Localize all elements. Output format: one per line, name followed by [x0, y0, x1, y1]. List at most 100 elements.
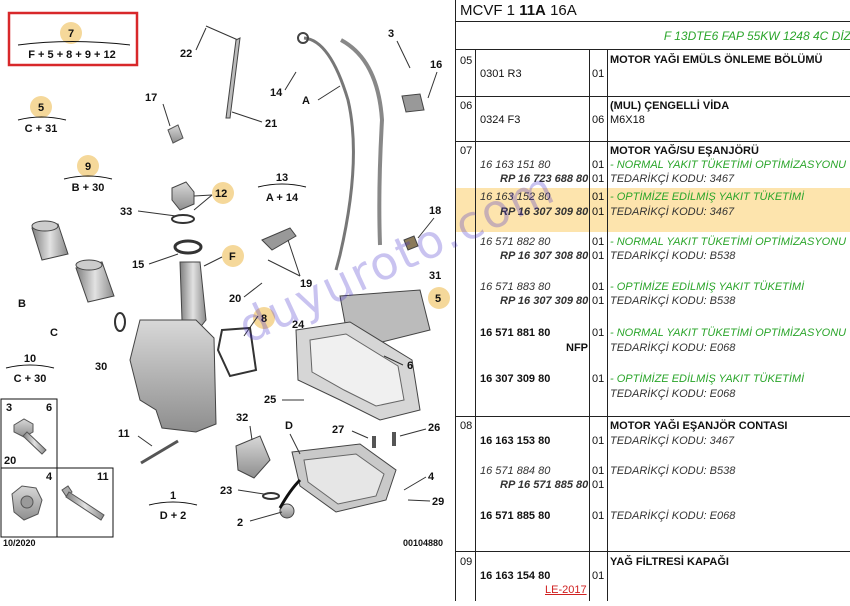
callout-17: 17 [145, 92, 157, 104]
section-num-08: 08 [460, 420, 473, 432]
qty: 01 [592, 191, 605, 203]
desc-06-size: M6X18 [610, 114, 645, 126]
callout-16: 16 [430, 59, 442, 71]
group-13-number: 13 [276, 172, 288, 184]
part-0324-F3[interactable]: 0324 F3 [480, 114, 521, 126]
callout-2: 2 [237, 517, 243, 529]
desc: TEDARİKÇİ KODU: B538 [610, 465, 736, 477]
part-row[interactable]: RP 16 571 885 80 [500, 479, 589, 491]
callout-15: 15 [132, 259, 144, 271]
part-row[interactable]: RP 16 307 309 80 [500, 295, 589, 307]
group-7-badge [60, 22, 82, 44]
qty: 01 [592, 159, 605, 171]
callout-3: 3 [388, 28, 394, 40]
part-row[interactable]: 16 571 883 80 [480, 281, 551, 293]
engine-line: F 13DTE6 FAP 55KW 1248 4C DİZ [456, 22, 850, 50]
desc: TEDARİKÇİ KODU: 3467 [610, 173, 735, 185]
callout-B: B [18, 298, 26, 310]
leader-lines [137, 27, 438, 522]
part-row-nfp: NFP [566, 342, 588, 354]
parts-list-panel: MCVF 1 11A 16A F 13DTE6 FAP 55KW 1248 4C… [455, 0, 850, 601]
desc: - OPTİMİZE EDİLMİŞ YAKIT TÜKETİMİ [610, 373, 805, 385]
callout-C: C [50, 327, 58, 339]
legend-label-6: 6 [46, 402, 52, 414]
group-5-formula: C + 31 [25, 123, 58, 135]
group-1-number: 1 [170, 490, 176, 502]
group-9-number: 9 [85, 161, 91, 173]
callout-badge-8 [253, 307, 275, 329]
group-9-badge [77, 155, 99, 177]
section-num-06: 06 [460, 100, 473, 112]
callout-badge-5 [428, 287, 450, 309]
part-row[interactable]: 16 163 153 80 [480, 435, 551, 447]
callout-5: 5 [435, 293, 441, 305]
part-row[interactable]: 16 571 884 80 [480, 465, 551, 477]
part-row[interactable]: 16 163 151 80 [480, 159, 551, 171]
qty: 01 [592, 173, 605, 185]
le-2017-link[interactable]: LE-2017 [545, 584, 587, 596]
part-row[interactable]: RP 16 307 308 80 [500, 250, 589, 262]
callout-22: 22 [180, 48, 192, 60]
callout-31: 31 [429, 270, 441, 282]
section-title-08: MOTOR YAĞI EŞANJÖR CONTASI [610, 420, 788, 432]
callout-8: 8 [261, 313, 267, 325]
callout-19: 19 [300, 278, 312, 290]
part-row[interactable]: 16 571 885 80 [480, 510, 551, 522]
diagram-ref-code: 00104880 [403, 538, 443, 548]
part-row[interactable]: RP 16 723 688 80 [500, 173, 589, 185]
callout-F: F [229, 251, 236, 263]
section-num-05: 05 [460, 55, 473, 67]
callout-32: 32 [236, 412, 248, 424]
qty: 01 [592, 281, 605, 293]
callout-29: 29 [432, 496, 444, 508]
callout-badge-12 [212, 182, 234, 204]
desc: TEDARİKÇİ KODU: E068 [610, 342, 736, 354]
callout-25: 25 [264, 394, 276, 406]
part-row[interactable]: RP 16 307 309 80 [500, 206, 589, 218]
qty: 01 [592, 295, 605, 307]
part-row[interactable]: 16 571 881 80 [480, 327, 551, 339]
qty: 06 [592, 114, 605, 126]
group-1-formula: D + 2 [160, 510, 187, 522]
callout-11: 11 [118, 428, 130, 440]
diagram-svg: 7 F + 5 + 8 + 9 + 12 5 C + 31 9 B + 30 1… [0, 11, 450, 548]
callout-23: 23 [220, 485, 232, 497]
desc: TEDARİKÇİ KODU: 3467 [610, 435, 735, 447]
callout-14: 14 [270, 87, 283, 99]
qty: 01 [592, 479, 605, 491]
desc-06: (MUL) ÇENGELLİ VİDA [610, 100, 730, 112]
section-num-07: 07 [460, 145, 473, 157]
model-suffix: 16A [550, 2, 577, 19]
desc: TEDARİKÇİ KODU: B538 [610, 295, 736, 307]
part-0301-R3[interactable]: 0301 R3 [480, 68, 522, 80]
fastener-legend: 3 6 20 4 11 [0, 398, 114, 538]
legend-label-3: 3 [6, 402, 12, 414]
part-row[interactable]: 16 307 309 80 [480, 373, 551, 385]
group-7-highlight-box [7, 11, 139, 67]
desc: TEDARİKÇİ KODU: E068 [610, 510, 736, 522]
group-9-formula: B + 30 [72, 182, 105, 194]
callout-18: 18 [429, 205, 441, 217]
callout-24: 24 [292, 319, 305, 331]
part-row[interactable]: 16 571 882 80 [480, 236, 551, 248]
callout-D: D [285, 420, 293, 432]
part-row[interactable]: 16 163 152 80 [480, 191, 551, 203]
desc: TEDARİKÇİ KODU: 3467 [610, 206, 735, 218]
legend-label-4: 4 [46, 471, 53, 483]
callout-21: 21 [265, 118, 277, 130]
section-title-09: YAĞ FİLTRESİ KAPAĞI [610, 556, 729, 568]
callout-A: A [302, 95, 310, 107]
date-code: 10/2020 [3, 538, 36, 548]
qty: 01 [592, 236, 605, 248]
callout-12: 12 [215, 188, 227, 200]
part-row[interactable]: 16 163 154 80 [480, 570, 551, 582]
desc: - NORMAL YAKIT TÜKETİMİ OPTİMİZASYONU [610, 159, 847, 171]
legend-label-11: 11 [97, 471, 109, 483]
group-7-formula: F + 5 + 8 + 9 + 12 [28, 49, 115, 61]
group-13-formula: A + 14 [266, 192, 299, 204]
group-5-number: 5 [38, 102, 44, 114]
legend-label-20: 20 [4, 455, 16, 467]
model-prefix: MCVF 1 [460, 2, 516, 19]
desc: - OPTİMİZE EDİLMİŞ YAKIT TÜKETİMİ [610, 191, 805, 203]
desc: - OPTİMİZE EDİLMİŞ YAKIT TÜKETİMİ [610, 281, 805, 293]
